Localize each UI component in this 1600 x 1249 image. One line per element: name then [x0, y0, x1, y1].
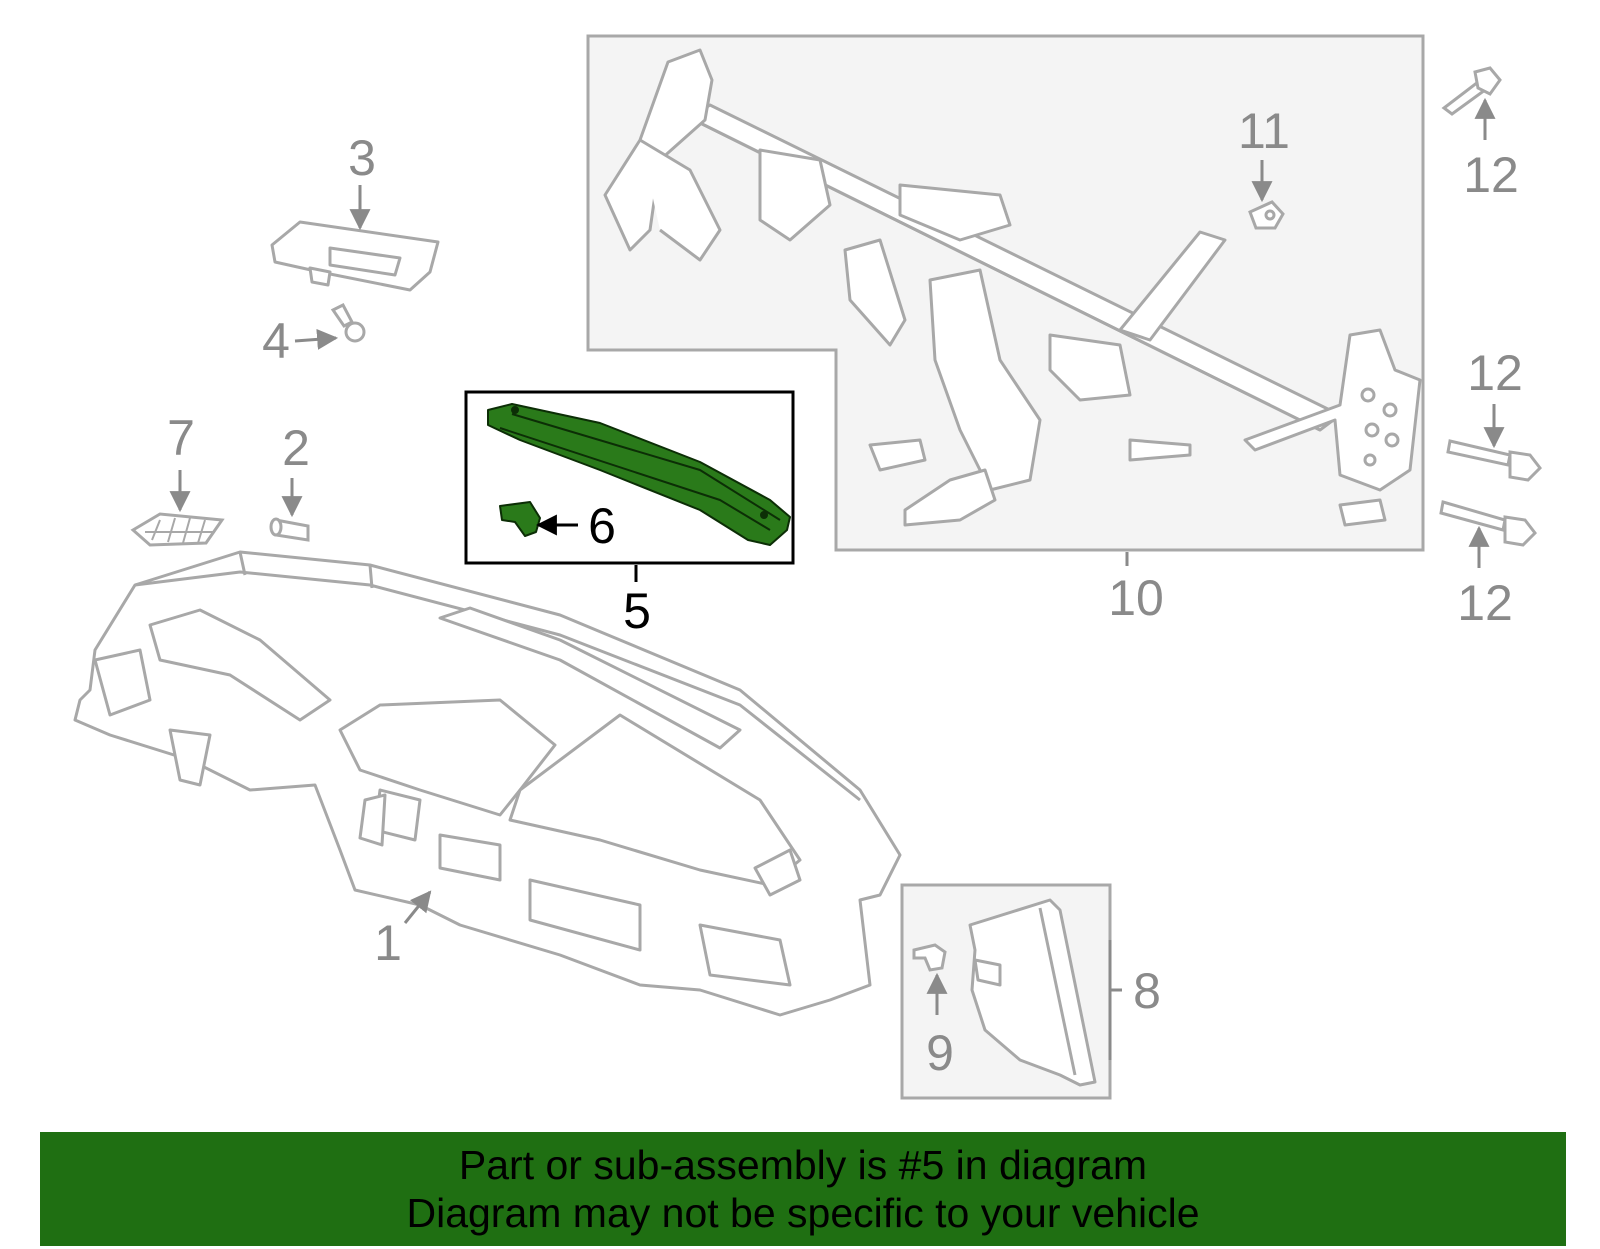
callout-3: 3 — [348, 130, 376, 186]
callout-6[interactable]: 6 — [588, 498, 616, 554]
leader-lines — [169, 97, 1505, 1060]
part-12-bolt-middle — [1446, 439, 1542, 482]
callout-labels: 1 2 3 4 5 6 7 8 9 10 11 12 12 12 — [167, 103, 1523, 1081]
banner-line-2: Diagram may not be specific to your vehi… — [406, 1190, 1200, 1236]
callout-10: 10 — [1108, 570, 1164, 626]
callout-2: 2 — [282, 420, 310, 476]
part-1-dashboard-illustration — [73, 550, 902, 1017]
banner-line-1: Part or sub-assembly is #5 in diagram — [458, 1142, 1148, 1188]
part-7-illustration — [130, 512, 225, 547]
steering-hanger-beam-illustration — [603, 48, 1422, 527]
part-3-illustration — [270, 220, 440, 292]
callout-4: 4 — [262, 313, 290, 369]
callout-9: 9 — [926, 1025, 954, 1081]
part-2-illustration — [269, 517, 310, 542]
part-12-bolt-bottom — [1439, 500, 1537, 547]
callout-7: 7 — [167, 410, 195, 466]
callout-11: 11 — [1238, 103, 1290, 159]
callout-12-bottom: 12 — [1457, 575, 1513, 631]
info-banner: Part or sub-assembly is #5 in diagram Di… — [40, 1132, 1566, 1246]
callout-12-top: 12 — [1463, 147, 1519, 203]
part-5-duct-illustration[interactable] — [487, 403, 791, 546]
callout-5[interactable]: 5 — [623, 583, 651, 639]
part-4-illustration — [330, 303, 366, 343]
callout-1: 1 — [374, 915, 402, 971]
part-8-illustration — [968, 898, 1097, 1087]
part-11-illustration — [1248, 200, 1285, 230]
callout-12-middle: 12 — [1467, 345, 1523, 401]
part-6-clip-illustration[interactable] — [499, 501, 541, 537]
part-9-illustration — [912, 943, 947, 972]
callout-8: 8 — [1133, 963, 1161, 1019]
part-12-bolt-top — [1441, 66, 1502, 116]
